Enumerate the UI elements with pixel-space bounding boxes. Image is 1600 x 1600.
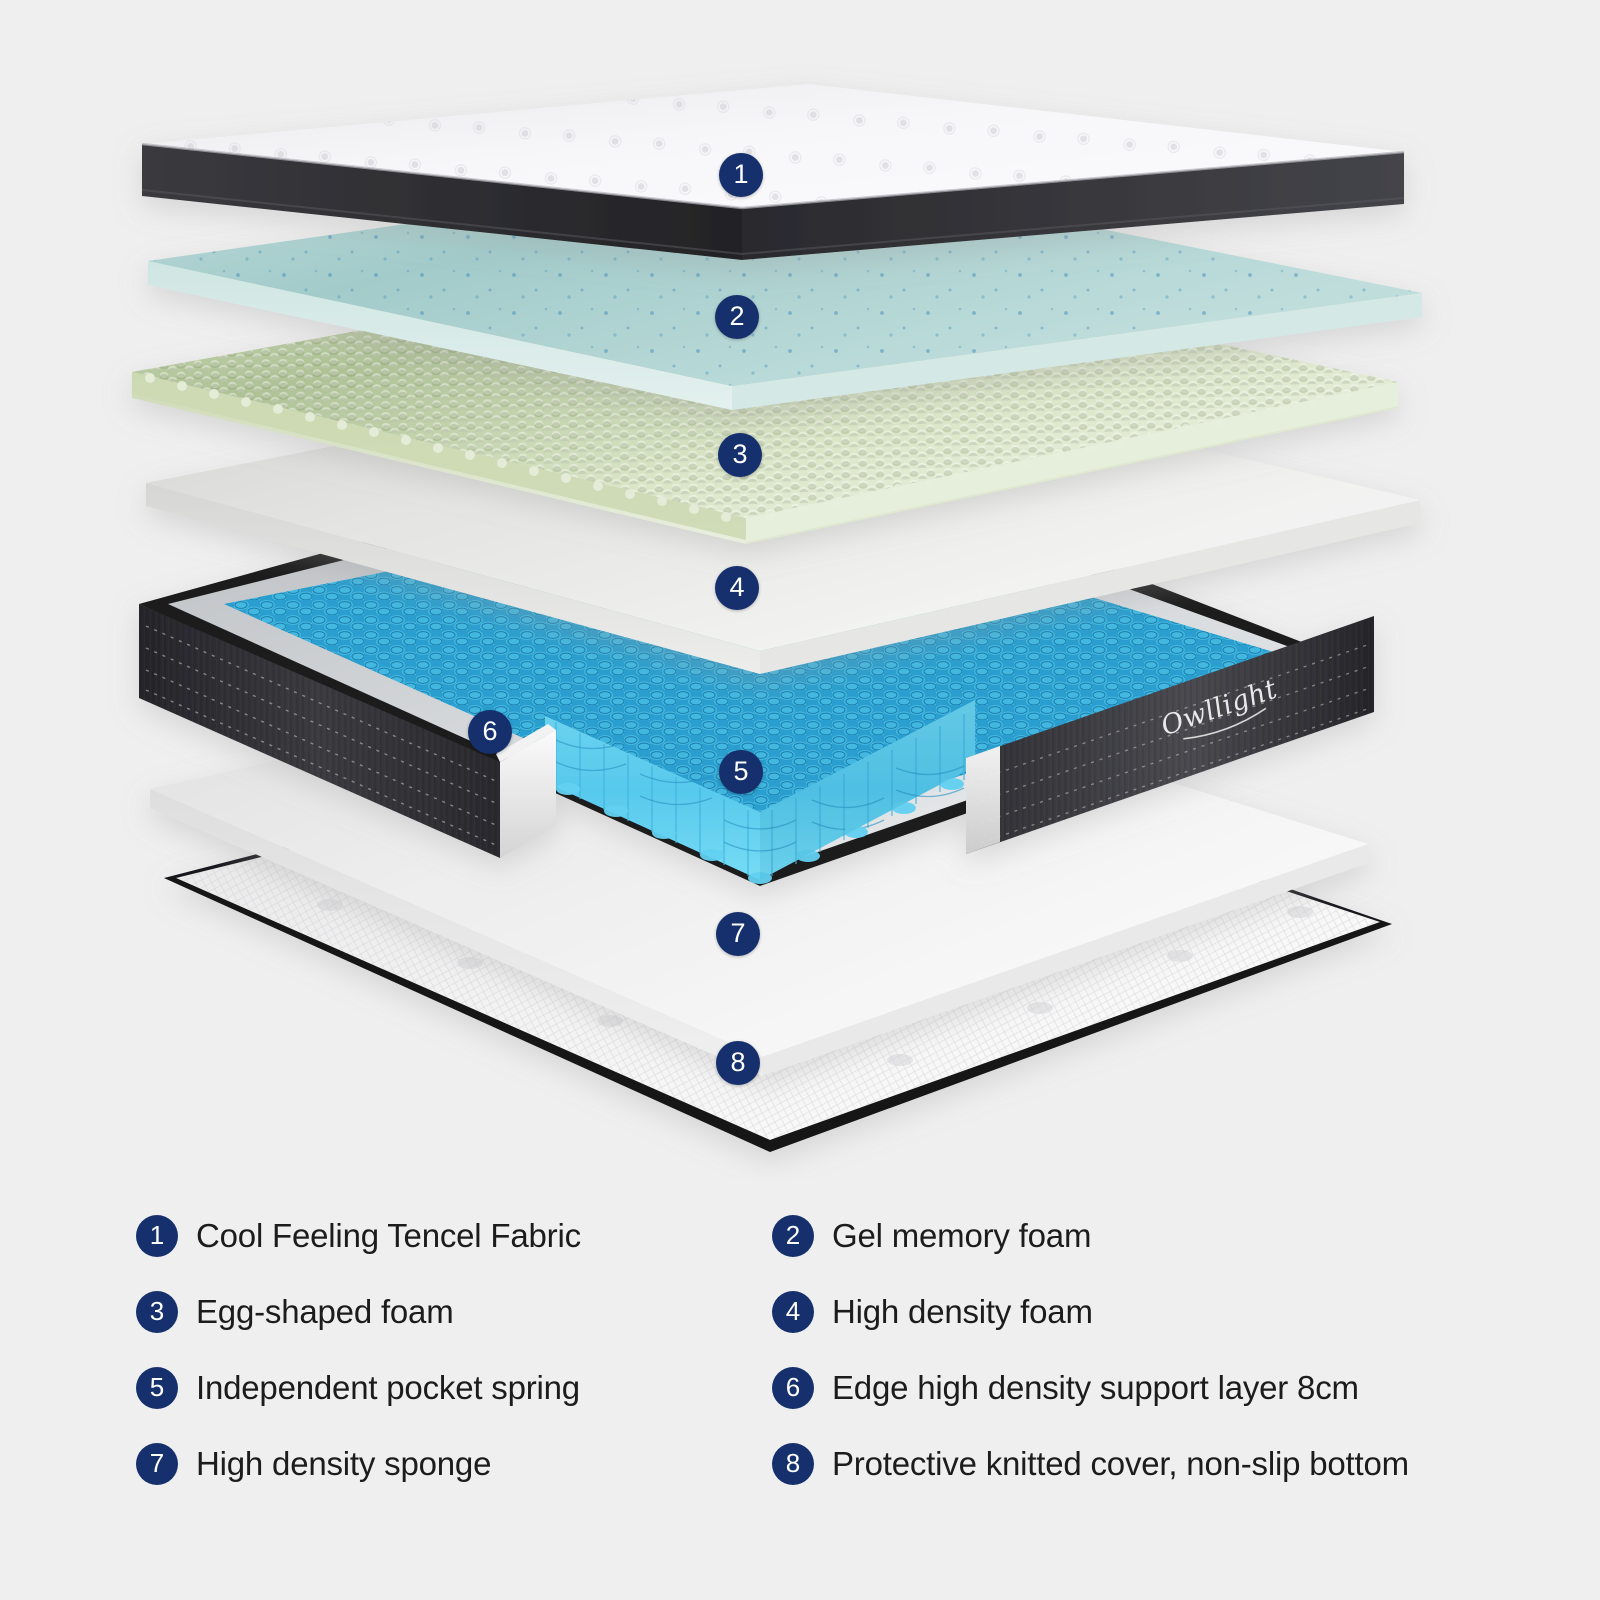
legend-badge-1: 1 [136,1215,178,1257]
layer-1-tencel-fabric [141,84,1405,260]
legend-badge-4: 4 [772,1291,814,1333]
legend-item-6: 6 Edge high density support layer 8cm [772,1365,1359,1411]
legend-label-2: Gel memory foam [832,1217,1092,1254]
exploded-mattress-diagram: Owllight [132,84,1422,1152]
callout-badge-5: 5 [719,750,763,794]
legend-item-8: 8 Protective knitted cover, non-slip bot… [772,1441,1409,1487]
callout-badge-7: 7 [716,912,760,956]
legend-item-3: 3 Egg-shaped foam [136,1289,454,1335]
layer-legend: 1 Cool Feeling Tencel Fabric 2 Gel memor… [0,1195,1600,1535]
legend-label-3: Egg-shaped foam [196,1293,454,1330]
legend-label-5: Independent pocket spring [196,1369,580,1406]
legend-label-7: High density sponge [196,1445,492,1482]
legend-badge-5: 5 [136,1367,178,1409]
legend-item-4: 4 High density foam [772,1289,1093,1335]
callout-badge-3: 3 [718,433,762,477]
spring-columns [545,700,975,884]
legend-badge-8: 8 [772,1443,814,1485]
legend-item-5: 5 Independent pocket spring [136,1365,580,1411]
legend-badge-3: 3 [136,1291,178,1333]
callout-badge-6: 6 [468,710,512,754]
legend-item-7: 7 High density sponge [136,1441,491,1487]
legend-badge-2: 2 [772,1215,814,1257]
legend-label-8: Protective knitted cover, non-slip botto… [832,1445,1409,1482]
callout-badge-8: 8 [716,1041,760,1085]
legend-label-6: Edge high density support layer 8cm [832,1369,1359,1406]
legend-badge-7: 7 [136,1443,178,1485]
legend-item-1: 1 Cool Feeling Tencel Fabric [136,1213,581,1259]
legend-item-2: 2 Gel memory foam [772,1213,1091,1259]
callout-badge-2: 2 [715,295,759,339]
legend-badge-6: 6 [772,1367,814,1409]
legend-label-1: Cool Feeling Tencel Fabric [196,1217,581,1254]
callout-badge-1: 1 [719,153,763,197]
legend-label-4: High density foam [832,1293,1093,1330]
callout-badge-4: 4 [715,566,759,610]
